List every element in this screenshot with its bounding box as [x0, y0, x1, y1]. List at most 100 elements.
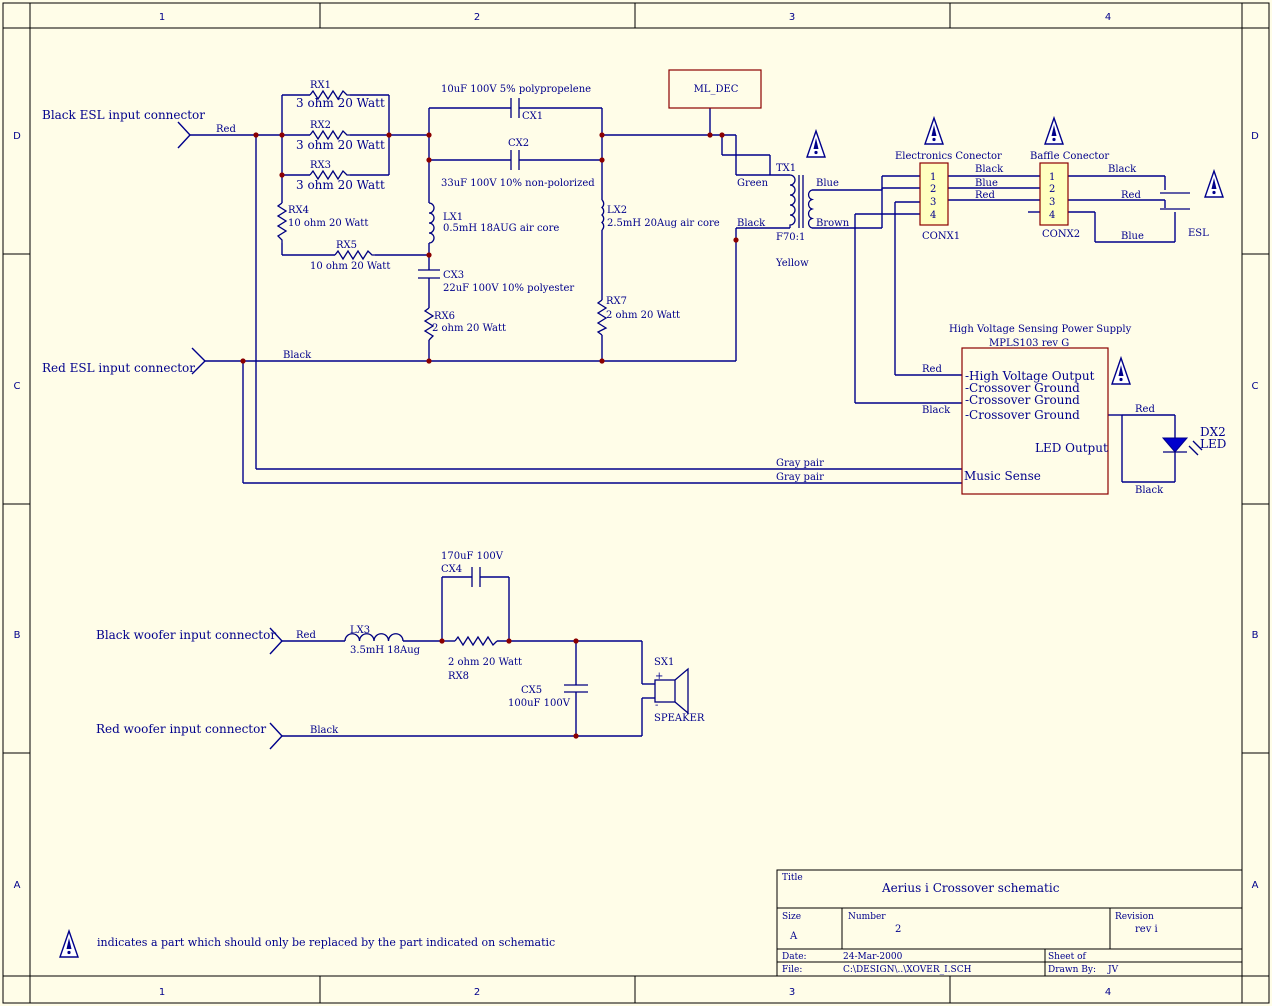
rx3-ref: RX3 — [310, 160, 331, 171]
rx2-ref: RX2 — [310, 120, 331, 131]
lx3-ref: LX3 — [350, 625, 370, 636]
wire-label-black-mid: Black — [283, 350, 312, 361]
wire-label-brown-tx: Brown — [816, 218, 850, 229]
replacement-note: indicates a part which should only be re… — [97, 936, 555, 949]
conx2-block — [1039, 162, 1069, 226]
esl-panel-symbol — [1160, 192, 1190, 210]
conx2-pin-1: 1 — [1049, 172, 1055, 183]
rx4-ref: RX4 — [288, 205, 309, 216]
wire-label-psu-black: Black — [922, 405, 951, 416]
rx5-value: 10 ohm 20 Watt — [310, 261, 390, 272]
capacitor-cx2-symbol — [510, 150, 520, 170]
psu-title: High Voltage Sensing Power Supply — [949, 324, 1132, 335]
row-label-a-left: A — [14, 880, 21, 891]
sx1-value: SPEAKER — [654, 713, 705, 724]
red-woofer-input-connector-symbol — [269, 722, 283, 750]
inductor-lx1-symbol — [428, 202, 435, 244]
capacitor-cx1-symbol — [510, 98, 520, 118]
date-label: Date: — [782, 952, 807, 962]
sheet-label: Sheet of — [1048, 952, 1087, 962]
revision-label: Revision — [1115, 912, 1154, 922]
psu-model: MPLS103 rev G — [989, 338, 1069, 349]
warning-icon-legend — [59, 930, 79, 958]
junction-dots — [240, 132, 739, 739]
rx6-ref: RX6 — [434, 311, 455, 322]
psu-pin-3: -Crossover Ground — [965, 393, 1080, 407]
cx2-ref: CX2 — [508, 138, 529, 149]
conx1-pin-2: 2 — [930, 184, 936, 195]
ml-dec-box — [668, 69, 762, 109]
tx1-ref: TX1 — [776, 163, 796, 174]
revision-value: rev i — [1135, 924, 1158, 935]
warning-icon-conx1 — [924, 117, 944, 145]
row-label-a-right: A — [1252, 880, 1259, 891]
col-label-4-bottom: 4 — [1105, 987, 1111, 998]
col-label-1-bottom: 1 — [159, 987, 165, 998]
psu-led-output: LED Output — [1035, 441, 1108, 455]
number-label: Number — [848, 912, 886, 922]
psu-pin-1: -High Voltage Output — [965, 369, 1095, 383]
capacitor-cx3-symbol — [418, 269, 440, 279]
wire-label-blue-tx: Blue — [816, 178, 839, 189]
conx2-title: Baffle Conector — [1030, 151, 1109, 162]
cx2-value: 33uF 100V 10% non-polorized — [441, 178, 595, 189]
black-esl-input-connector-symbol — [177, 121, 191, 149]
esl-label: ESL — [1188, 228, 1209, 239]
wire-label-black-tx: Black — [737, 218, 766, 229]
wire-label-green: Green — [737, 178, 769, 189]
conx1-title: Electronics Conector — [895, 151, 1002, 162]
row-label-d-left: D — [13, 131, 21, 142]
wire-label-led-black: Black — [1135, 485, 1164, 496]
wire-label-psu-red: Red — [922, 364, 942, 375]
wire-label-gray-pair-2: Gray pair — [776, 472, 824, 483]
wire-label-esl-blue: Blue — [1121, 231, 1144, 242]
warning-icon-tx1 — [806, 130, 826, 158]
wire-label-woofer-black: Black — [310, 725, 339, 736]
conx1-pin-4: 4 — [930, 210, 936, 221]
wire-label-conx1-red: Red — [975, 190, 995, 201]
black-woofer-input-connector-symbol — [269, 627, 283, 655]
row-label-b-right: B — [1252, 630, 1259, 641]
rx1-ref: RX1 — [310, 80, 331, 91]
conx1-pin-3: 3 — [930, 197, 936, 208]
lx3-value: 3.5mH 18Aug — [350, 645, 421, 656]
rx4-value: 10 ohm 20 Watt — [288, 218, 368, 229]
capacitor-cx5-symbol — [564, 684, 588, 693]
wires — [190, 94, 1176, 737]
file-value: C:\DESIGN\..\XOVER_I.SCH — [843, 965, 972, 975]
conx2-ref: CONX2 — [1042, 229, 1080, 240]
sx1-plus: + — [655, 671, 663, 682]
cx1-value: 10uF 100V 5% polypropelene — [441, 84, 591, 95]
drawn-by-label: Drawn By: — [1048, 965, 1096, 975]
cx3-ref: CX3 — [443, 270, 464, 281]
wire-label-yellow: Yellow — [775, 258, 809, 269]
col-label-4-top: 4 — [1105, 12, 1111, 23]
wire-label-conx1-blue: Blue — [975, 178, 998, 189]
power-supply-box — [961, 347, 1109, 495]
wire-label-woofer-red: Red — [296, 630, 316, 641]
size-label: Size — [782, 912, 801, 922]
black-esl-input-label: Black ESL input connector — [42, 108, 205, 122]
cx5-value: 100uF 100V — [508, 698, 571, 709]
drawn-by-value: JV — [1107, 965, 1119, 975]
lx2-value: 2.5mH 20Aug air core — [607, 218, 720, 229]
cx1-ref: CX1 — [522, 111, 543, 122]
conx1-pin-1: 1 — [930, 172, 936, 183]
conx1-block — [919, 162, 949, 226]
col-label-1-top: 1 — [159, 12, 165, 23]
file-label: File: — [782, 965, 802, 975]
wire-label-esl-red: Red — [1121, 190, 1141, 201]
rx7-value: 2 ohm 20 Watt — [606, 310, 680, 321]
rx5-ref: RX5 — [336, 240, 357, 251]
wire-label-red-top: Red — [216, 124, 236, 135]
sx1-minus: - — [655, 700, 658, 711]
row-label-d-right: D — [1251, 131, 1259, 142]
resistor-rx6-symbol — [423, 307, 435, 341]
lx2-ref: LX2 — [607, 205, 627, 216]
psu-pin-2: -Crossover Ground — [965, 381, 1080, 395]
resistor-rx3-symbol — [309, 169, 350, 181]
conx1-ref: CONX1 — [922, 231, 960, 242]
wire-label-conx1-black: Black — [975, 164, 1004, 175]
